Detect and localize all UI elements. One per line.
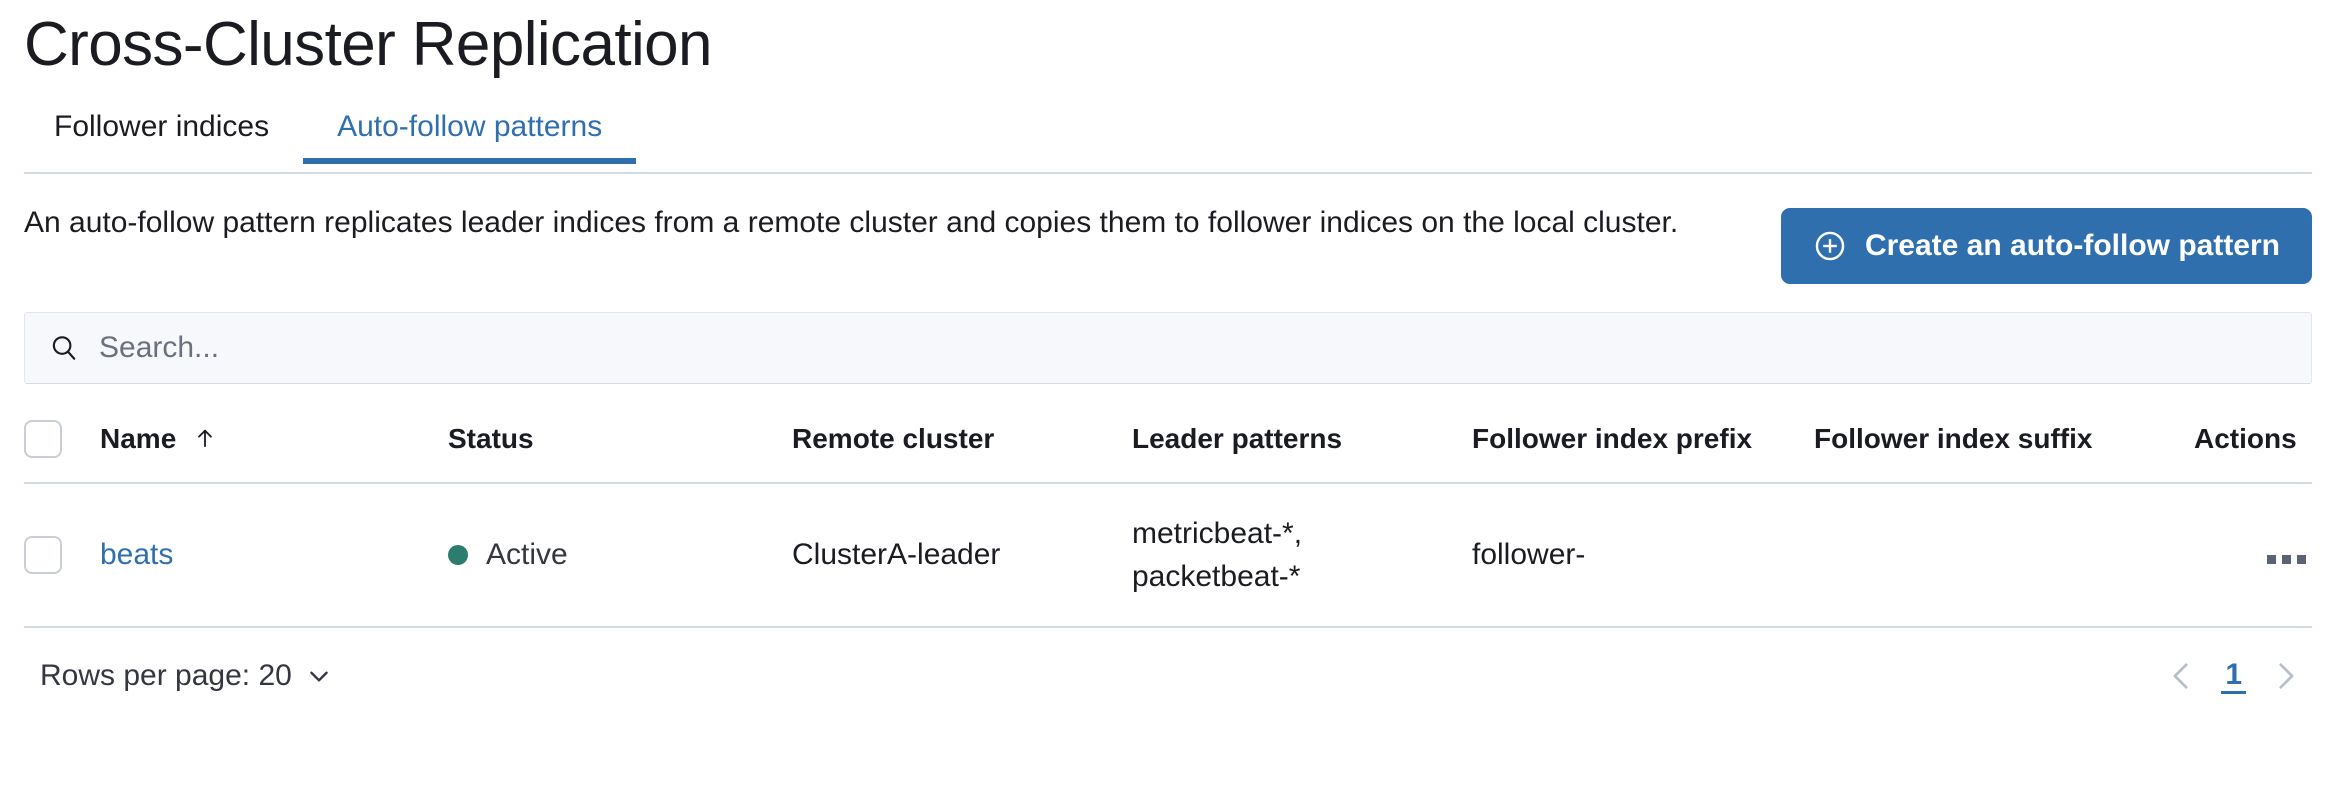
column-header-name-label: Name [100,423,177,454]
tab-bar: Follower indices Auto-follow patterns [24,106,2312,174]
auto-follow-patterns-table: Name Status Remote cluster Leader patter… [24,410,2312,629]
chevron-down-icon [306,663,332,689]
create-auto-follow-pattern-button[interactable]: Create an auto-follow pattern [1780,208,2312,284]
cell-follower-index-suffix [1814,483,2194,629]
row-checkbox[interactable] [24,536,62,575]
column-header-actions: Actions [2194,410,2312,484]
status-dot-icon [448,544,468,565]
chevron-right-icon[interactable] [2268,659,2302,693]
table-header-row: Name Status Remote cluster Leader patter… [24,410,2312,484]
plus-in-circle-icon [1813,229,1847,263]
status-label: Active [486,537,568,571]
pagination: 1 [2165,658,2302,695]
page-title: Cross-Cluster Replication [24,10,712,79]
column-header-leader-patterns[interactable]: Leader patterns [1132,410,1472,484]
ellipsis-horizontal-icon[interactable] [2261,549,2312,570]
cell-status: Active [448,483,792,629]
tab-follower-indices[interactable]: Follower indices [24,106,303,164]
cell-follower-index-prefix: follower- [1472,483,1814,629]
tab-auto-follow-patterns[interactable]: Auto-follow patterns [303,106,637,164]
search-bar[interactable] [24,312,2312,384]
create-button-label: Create an auto-follow pattern [1864,229,2280,262]
pagination-page-1[interactable]: 1 [2221,658,2246,695]
column-header-follower-index-suffix[interactable]: Follower index suffix [1814,410,2194,484]
cell-actions [2194,483,2312,629]
select-all-header [24,410,100,484]
cell-leader-patterns: metricbeat-*, packetbeat-* [1132,483,1472,629]
search-icon [49,333,79,363]
intro-description: An auto-follow pattern replicates leader… [24,206,1679,239]
auto-follow-pattern-link[interactable]: beats [100,538,174,572]
intro-row: An auto-follow pattern replicates leader… [24,202,2312,284]
rows-per-page-label: Rows per page: 20 [40,659,292,693]
rows-per-page-selector[interactable]: Rows per page: 20 [40,659,332,693]
status-badge: Active [448,538,568,572]
cell-name: beats [100,483,448,629]
row-select-cell [24,483,100,629]
select-all-checkbox[interactable] [24,420,62,458]
cell-remote-cluster: ClusterA-leader [792,483,1132,629]
table-row: beats Active ClusterA-leader metricbeat-… [24,483,2312,629]
table-footer: Rows per page: 20 1 [24,658,2312,695]
column-header-status[interactable]: Status [448,410,792,484]
chevron-left-icon[interactable] [2165,659,2199,693]
column-header-follower-index-prefix[interactable]: Follower index prefix [1472,410,1814,484]
search-input[interactable] [99,313,2287,383]
column-header-remote-cluster[interactable]: Remote cluster [792,410,1132,484]
column-header-name[interactable]: Name [100,410,448,484]
arrow-up-icon [194,425,216,449]
